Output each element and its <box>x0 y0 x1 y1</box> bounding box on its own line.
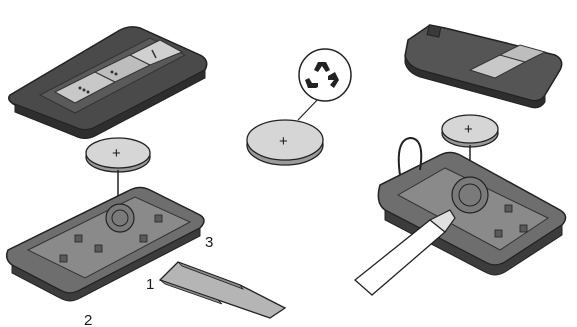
battery-clip <box>397 136 423 176</box>
button-dots <box>78 70 118 94</box>
battery-holder <box>105 203 135 233</box>
step-label-2: 2 <box>84 312 92 327</box>
opening-tool <box>158 261 287 319</box>
pry-tool-right <box>353 209 456 296</box>
battery-right: + <box>441 114 499 148</box>
remote-back-button-2 <box>498 44 547 63</box>
remote-button-3 <box>128 39 184 66</box>
recycle-icon <box>298 48 352 102</box>
remote-case-back-open <box>5 186 205 302</box>
battery-right-polarity: + <box>464 121 473 138</box>
battery-left: + <box>85 137 151 173</box>
remote-case-right-open <box>377 136 567 276</box>
battery-center-polarity: + <box>279 133 288 150</box>
step-label-3: 3 <box>205 234 213 251</box>
remote-back-cover <box>404 24 563 109</box>
battery-polarity-mark: + <box>112 145 121 162</box>
battery-holder-right <box>451 176 489 214</box>
remote-front-cover <box>8 26 208 139</box>
step-label-1: 1 <box>146 276 154 293</box>
battery-center: + <box>246 119 324 166</box>
